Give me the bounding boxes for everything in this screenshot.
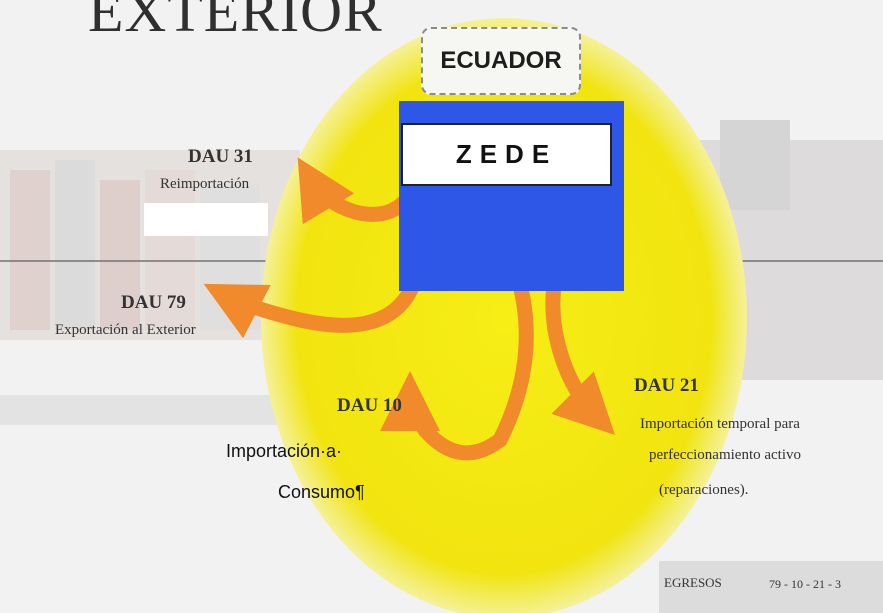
blank-box <box>144 203 268 236</box>
dau31-desc: Reimportación <box>160 176 250 192</box>
dau79-code: DAU 79 <box>121 292 186 313</box>
dau10-code: DAU 10 <box>337 395 402 416</box>
dau21-desc-line2: perfeccionamiento activo <box>649 447 802 463</box>
egresos-bar <box>659 561 883 613</box>
dau10-desc-line2: Consumo¶ <box>278 482 365 502</box>
arrow-dau79 <box>203 277 421 339</box>
egresos-codes: 79 - 10 - 21 - 3 <box>769 577 841 591</box>
zede-label: ZEDE <box>401 123 612 186</box>
ecuador-box: ECUADOR <box>421 27 581 95</box>
page-title: EXTERIOR <box>88 0 383 44</box>
dau21-code: DAU 21 <box>634 375 699 396</box>
dau79-desc: Exportación al Exterior <box>55 322 196 338</box>
egresos-label: EGRESOS <box>664 575 722 590</box>
dau21-desc-line1: Importación temporal para <box>640 416 800 432</box>
dau21-desc-line3: (reparaciones). <box>659 482 749 498</box>
arrow-dau10 <box>380 254 534 461</box>
dau10-desc-line1: Importación·a· <box>226 441 343 461</box>
dau31-code: DAU 31 <box>188 146 253 167</box>
yellow-circle <box>261 18 747 613</box>
